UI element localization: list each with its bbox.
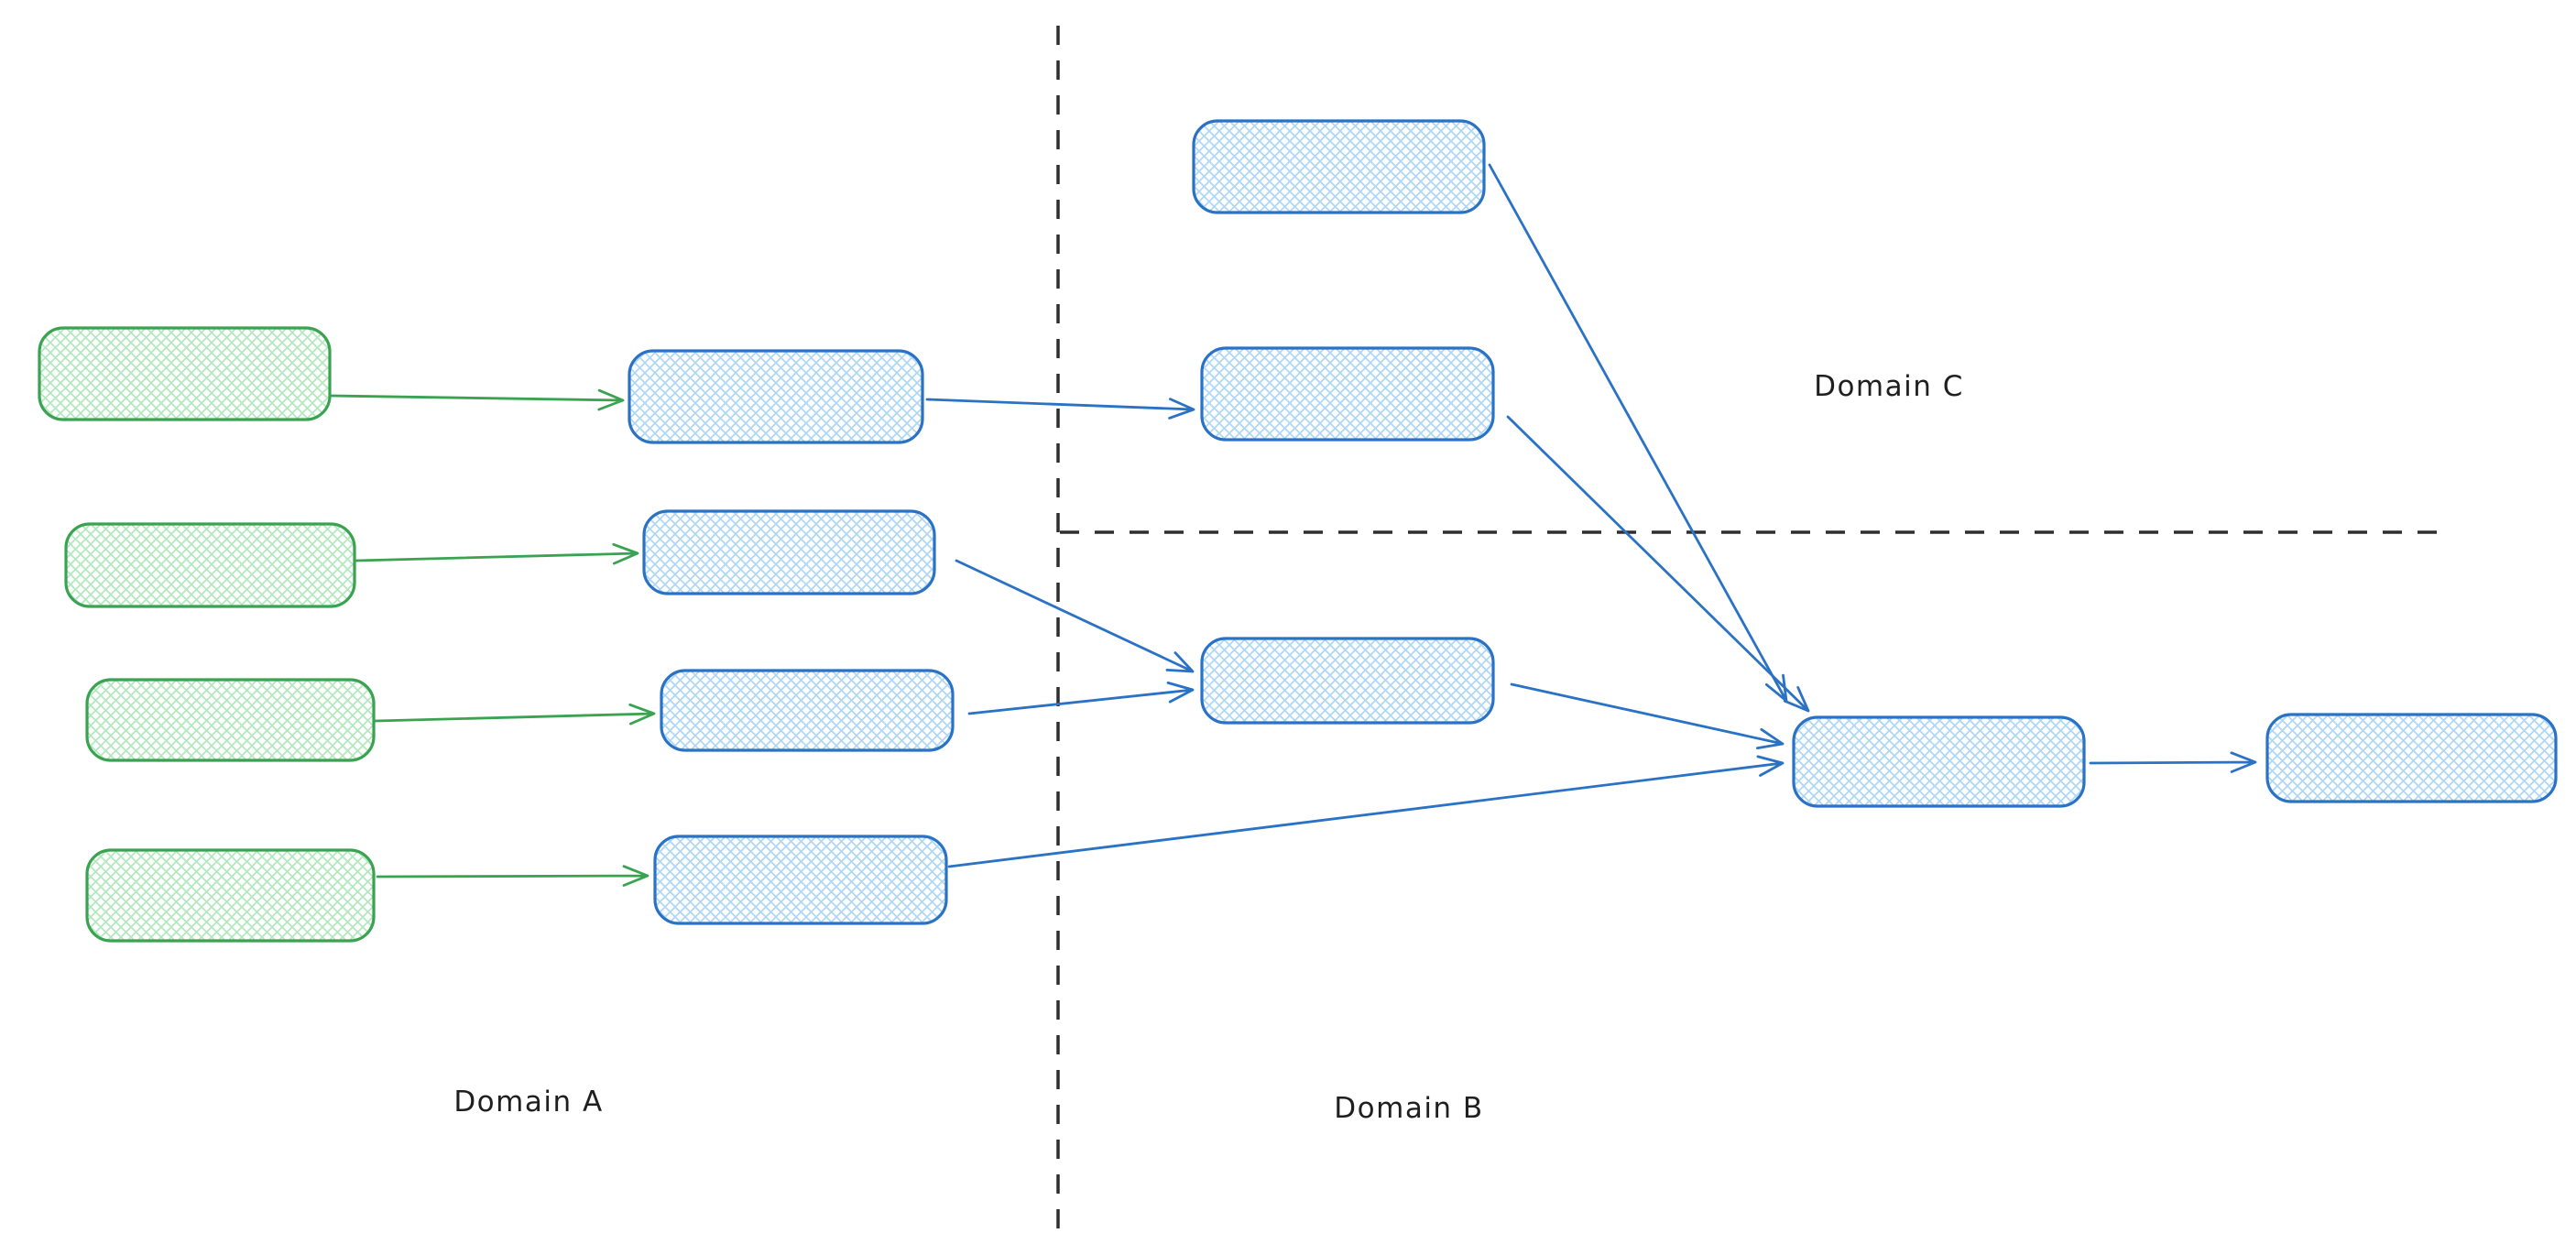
arrow-a1-to-cmid [925,398,1195,420]
edge-layer [330,163,2257,887]
node-green-4 [85,848,376,943]
arrow-ctop-to-hub [1488,163,1788,703]
node-blue-c-mid [1200,346,1495,442]
arrow-green2-to-a2 [355,542,639,565]
arrow-a2-to-bmid [955,559,1195,673]
node-blue-b-out [2265,713,2558,803]
node-blue-a2 [642,509,936,595]
arrow-green1-to-a1 [330,388,625,411]
node-blue-a4 [653,835,948,925]
node-blue-b-hub [1792,715,2086,808]
label-domain-b: Domain B [1334,1092,1483,1125]
node-blue-a3 [660,669,955,752]
node-green-3 [85,678,376,762]
node-blue-c-top [1192,119,1486,214]
arrow-bmid-to-hub [1510,682,1785,749]
divider-layer [1056,26,2446,1234]
arrow-a3-to-bmid [967,682,1195,715]
arrow-green3-to-a3 [374,703,656,726]
label-layer: Domain A Domain B Domain C [453,370,1964,1125]
node-blue-a1 [628,349,924,444]
arrow-cmid-to-hub [1506,415,1810,713]
node-layer [38,119,2558,943]
node-blue-b-mid [1200,637,1495,725]
arrow-hub-to-out [2089,751,2257,773]
node-green-2 [64,522,356,608]
arrow-green4-to-a4 [376,865,649,887]
label-domain-c: Domain C [1814,370,1964,403]
arrow-a4-to-hub [947,755,1785,868]
label-domain-a: Domain A [453,1086,603,1119]
node-green-1 [38,326,332,421]
